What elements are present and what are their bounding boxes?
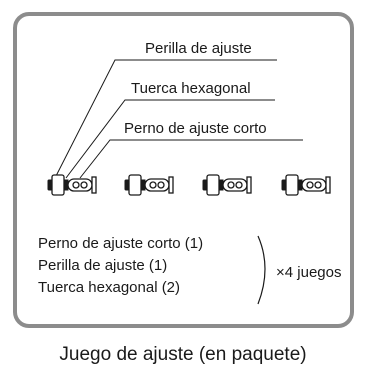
short-bolt-icon: [325, 176, 331, 194]
package-caption: Juego de ajuste (en paquete): [59, 344, 306, 365]
package-frame: [13, 12, 354, 328]
contents-item-bolt: Perno de ajuste corto (1): [38, 235, 203, 252]
contents-item-knob: Perilla de ajuste (1): [38, 257, 167, 274]
quantity-label: ×4 juegos: [276, 264, 341, 281]
short-bolt-icon: [91, 176, 97, 194]
knob-callout-label: Perilla de ajuste: [145, 40, 252, 57]
bolt-leader-line: [79, 139, 303, 179]
nut-callout-label: Tuerca hexagonal: [131, 80, 251, 97]
knob-icon: [51, 174, 65, 196]
adjuster-assembly-icon: [202, 174, 252, 196]
knob-icon: [206, 174, 220, 196]
hex-nut-icon: [227, 181, 235, 189]
hex-nut-icon: [144, 178, 170, 192]
hex-nut-icon: [80, 181, 88, 189]
adjuster-assembly-icon: [47, 174, 97, 196]
hex-nut-icon: [157, 181, 165, 189]
knob-leader-line: [54, 59, 277, 179]
short-bolt-icon: [168, 176, 174, 194]
hex-nut-icon: [67, 178, 93, 192]
hex-nut-icon: [301, 178, 327, 192]
hex-nut-icon: [306, 181, 314, 189]
knob-icon: [128, 174, 142, 196]
short-bolt-icon: [246, 176, 252, 194]
contents-bracket: [257, 235, 266, 305]
hex-nut-icon: [72, 181, 80, 189]
hex-nut-icon: [149, 181, 157, 189]
hex-nut-icon: [314, 181, 322, 189]
bolt-callout-label: Perno de ajuste corto: [124, 120, 267, 137]
adjuster-assembly-icon: [124, 174, 174, 196]
adjuster-assembly-icon: [281, 174, 331, 196]
hex-nut-icon: [222, 178, 248, 192]
nut-leader-line: [65, 99, 275, 179]
knob-icon: [285, 174, 299, 196]
hex-nut-icon: [235, 181, 243, 189]
contents-item-nut: Tuerca hexagonal (2): [38, 279, 180, 296]
callout-leaders: [54, 59, 303, 179]
